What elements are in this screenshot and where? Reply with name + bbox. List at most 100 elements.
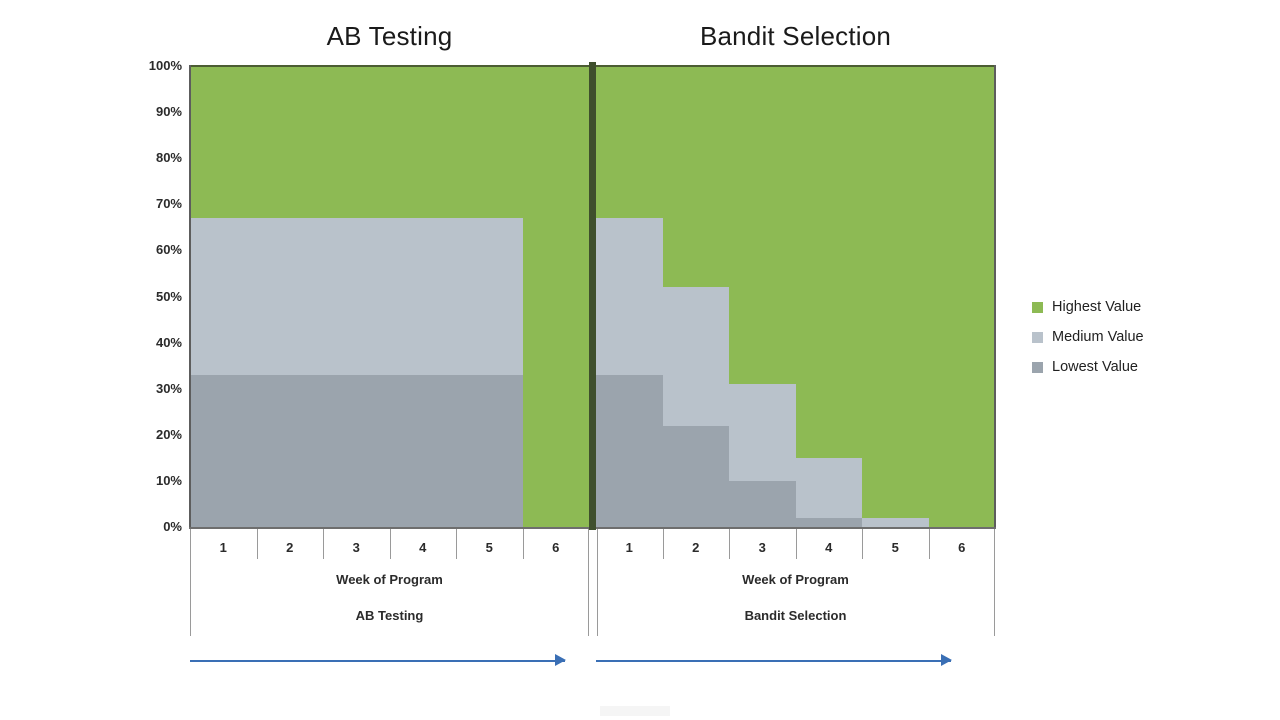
panel-title-ab-testing: AB Testing	[326, 21, 453, 51]
arrow-head-icon	[941, 654, 952, 666]
axis-bracket-right-start	[597, 529, 598, 636]
y-axis-tick-label: 80%	[155, 150, 182, 166]
x-axis-tick-label: 3	[758, 539, 766, 555]
bar-segment	[323, 218, 391, 375]
x-axis-label-ab-testing: Week of Program	[336, 572, 443, 587]
x-axis-tick-mark	[795, 529, 797, 559]
y-axis-tick-mark	[176, 158, 182, 160]
x-axis-label-bandit-selection: Week of Program	[742, 572, 849, 587]
y-axis-tick-label: 100%	[148, 58, 182, 73]
bar-segment	[795, 66, 863, 458]
legend-label: Highest Value	[1052, 299, 1142, 315]
y-axis-tick-label: 40%	[155, 334, 182, 350]
x-axis-tick-mark	[522, 529, 524, 559]
bar-segment	[795, 517, 863, 527]
x-axis-tick-label: 5	[485, 539, 493, 555]
image-artifact	[600, 706, 670, 716]
y-axis-tick-mark	[176, 250, 182, 252]
x-axis-tick-mark	[323, 529, 324, 559]
x-axis-tick-label: 1	[625, 539, 633, 555]
bar-segment	[662, 425, 730, 527]
x-axis-tick-mark	[456, 529, 457, 559]
legend-label: Lowest Value	[1052, 359, 1138, 375]
bar-segment	[662, 66, 730, 288]
bar-segment	[729, 384, 797, 481]
arrow-line	[190, 660, 565, 662]
bar-segment	[323, 66, 391, 219]
bar-segment	[389, 218, 457, 375]
x-axis-tick-label: 6	[552, 539, 560, 555]
bar-segment	[389, 66, 457, 219]
legend-swatch-icon	[1032, 361, 1043, 373]
legend-swatch-icon	[1032, 301, 1043, 313]
plot-border-top-left	[190, 65, 589, 67]
y-axis-tick-label: 60%	[155, 242, 182, 258]
bar-segment	[456, 218, 524, 375]
x-axis-tick-mark	[729, 529, 730, 559]
x-axis-tick-label: 4	[825, 539, 833, 555]
bar-segment	[190, 374, 258, 527]
bar-segment	[729, 480, 797, 527]
bar-segment	[522, 66, 589, 527]
panel-title-bandit-selection: Bandit Selection	[699, 21, 892, 51]
y-axis-tick-label: 0%	[163, 519, 182, 534]
x-axis-tick-mark	[928, 529, 930, 559]
x-axis-tick-mark	[389, 529, 391, 559]
y-axis-tick-label: 10%	[155, 472, 182, 488]
x-axis-tick-label: 2	[692, 539, 700, 555]
bar-segment	[596, 374, 664, 527]
y-axis-tick-mark	[176, 527, 182, 528]
bar-segment	[928, 66, 995, 527]
y-axis-line	[189, 65, 191, 528]
progress-arrow-ab-testing	[190, 650, 566, 672]
x-axis-bandit-selection: 1 2 3 4 5 6	[596, 529, 995, 565]
legend-item[interactable]: Medium Value	[1032, 322, 1202, 352]
x-axis-group-label-ab-testing: AB Testing	[355, 608, 424, 623]
legend-swatch-icon	[1032, 331, 1043, 343]
bar-segment	[456, 374, 524, 527]
bar-segment	[323, 374, 391, 527]
x-axis-tick-label: 5	[891, 539, 899, 555]
x-axis-tick-label: 3	[352, 539, 360, 555]
y-axis-tick-mark	[176, 296, 182, 298]
panel-divider	[589, 62, 596, 530]
arrow-line	[596, 660, 951, 662]
bar-segment	[256, 374, 324, 527]
y-axis: 100% 90% 80% 70% 60% 50% 40% 30% 20% 10% 0%	[120, 58, 182, 538]
plot-border-top-right	[596, 65, 995, 67]
axis-bracket-left-start	[190, 529, 191, 636]
legend-label: Medium Value	[1052, 329, 1144, 345]
x-axis-tick-label: 4	[419, 539, 427, 555]
y-axis-tick-mark	[176, 342, 182, 344]
axis-bracket-left-end	[588, 529, 589, 636]
legend-item[interactable]: Highest Value	[1032, 292, 1202, 322]
y-axis-tick-label: 30%	[155, 380, 182, 396]
y-axis-tick-mark	[176, 112, 182, 114]
x-axis-tick-label: 1	[219, 539, 227, 555]
bar-segment	[389, 374, 457, 527]
legend-item[interactable]: Lowest Value	[1032, 352, 1202, 382]
x-axis-tick-label: 2	[286, 539, 294, 555]
bar-segment	[596, 218, 664, 375]
bar-segment	[456, 66, 524, 219]
x-axis-tick-label: 6	[958, 539, 966, 555]
y-axis-tick-mark	[176, 204, 182, 206]
bar-segment	[190, 218, 258, 375]
y-axis-tick-mark	[176, 480, 182, 482]
y-axis-tick-label: 50%	[155, 288, 182, 304]
axis-bracket-right-end	[994, 529, 995, 636]
bar-segment	[795, 457, 863, 518]
bar-segment	[862, 66, 930, 518]
bar-segment	[596, 66, 664, 219]
x-axis-ab-testing: 1 2 3 4 5 6	[190, 529, 589, 565]
y-axis-tick-mark	[176, 434, 182, 436]
y-axis-tick-label: 90%	[155, 104, 182, 120]
plot-border-right	[994, 65, 996, 528]
plot-area-ab-testing: Option A -> Option B -> Option C ->	[190, 66, 589, 527]
progress-arrow-bandit-selection	[596, 650, 952, 672]
y-axis-tick-label: 70%	[155, 196, 182, 212]
plot-area-bandit-selection	[596, 66, 995, 527]
y-axis-tick-label: 20%	[155, 426, 182, 442]
